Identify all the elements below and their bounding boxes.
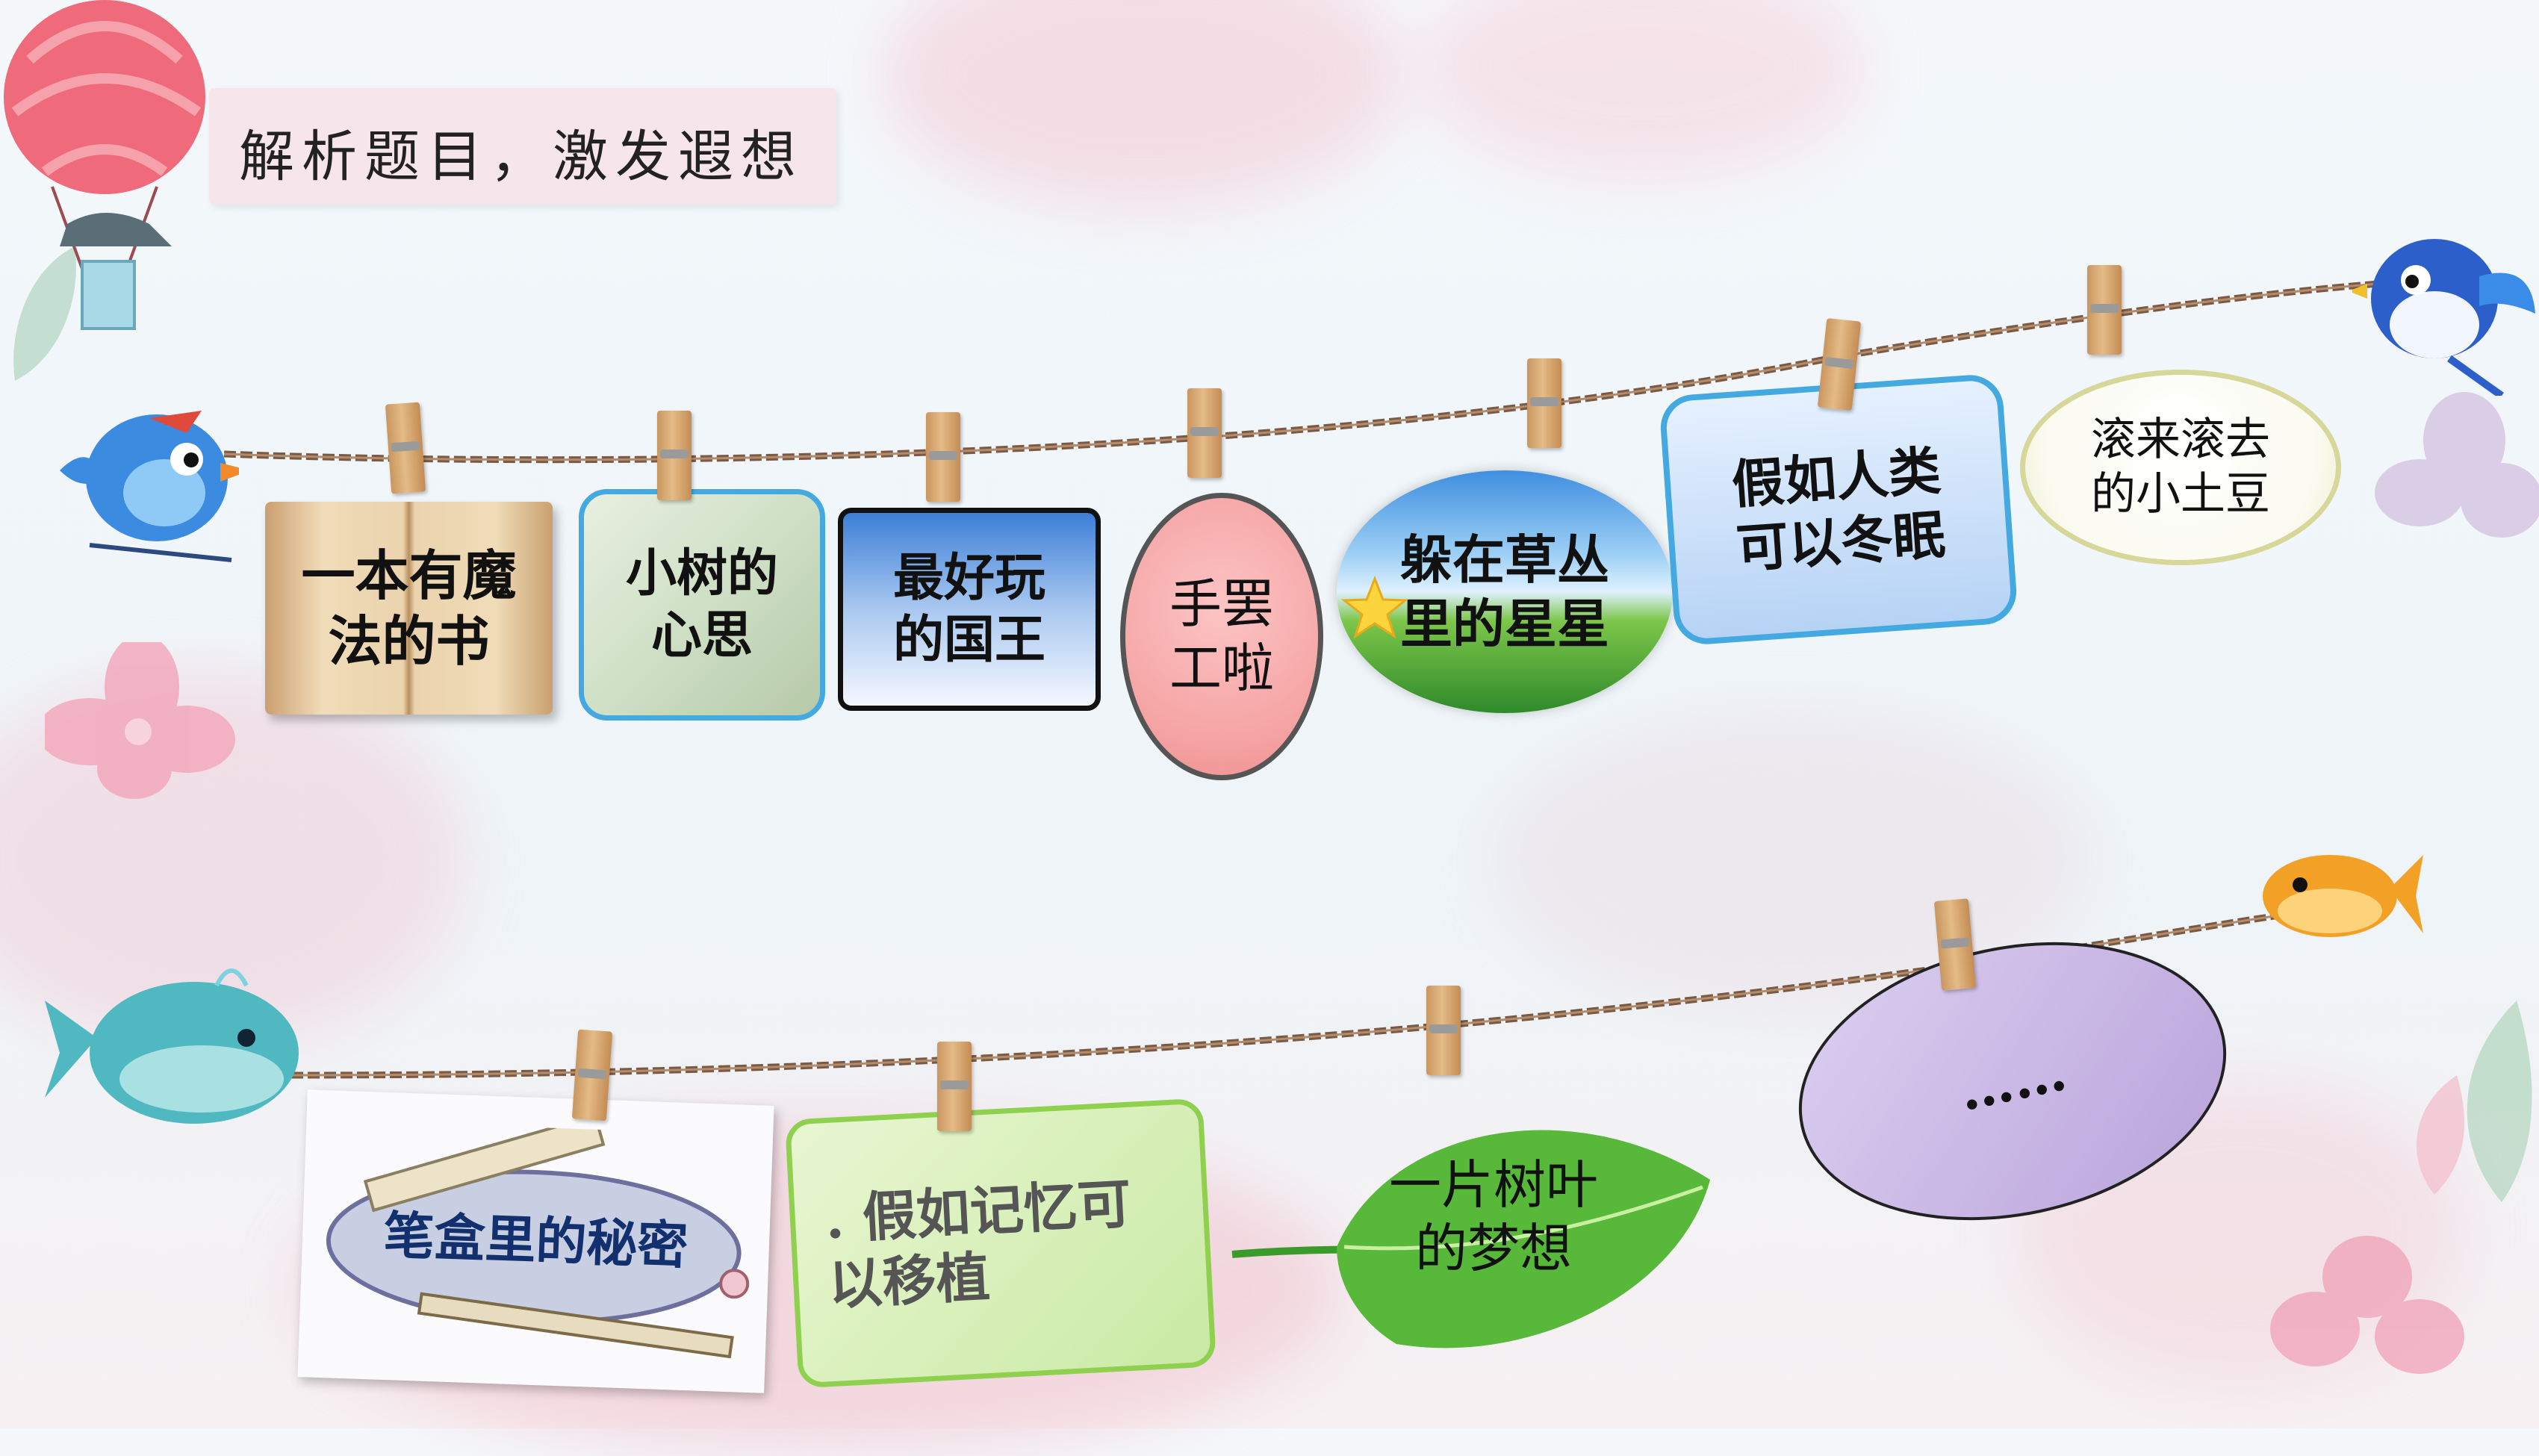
topic-card-label: 躲在草丛 里的星星: [1400, 529, 1609, 655]
topic-card-magic-book[interactable]: 一本有魔 法的书: [265, 502, 553, 715]
topic-card-memory-transplant[interactable]: . 假如记忆可 以移植: [784, 1098, 1217, 1389]
topic-card-funniest-king[interactable]: 最好玩 的国王: [838, 508, 1101, 711]
page-title: 解析题目，激发遐想: [239, 125, 804, 189]
topic-card-label: 假如人类 可以冬眠: [1730, 439, 1948, 580]
fish-icon: [2263, 855, 2423, 937]
flower-icon: [2270, 1236, 2464, 1374]
clothespin: [385, 402, 426, 494]
leaf-icon: [2417, 1001, 2532, 1202]
leaf-icon: [13, 246, 76, 381]
clothespin: [937, 1042, 972, 1131]
topic-card-pencil-box[interactable]: 笔盒里的秘密: [297, 1089, 774, 1393]
topic-card-leaf-dream[interactable]: 一片树叶 的梦想: [1344, 1127, 1643, 1307]
topic-card-label: 笔盒里的秘密: [382, 1205, 689, 1277]
topic-card-label: 最好玩 的国王: [892, 548, 1045, 670]
topic-card-label: ……: [1953, 1039, 2072, 1124]
bird-icon: [60, 411, 239, 562]
watercolor-blob: [881, 0, 1404, 209]
topic-card-label: 一本有魔 法的书: [301, 543, 517, 673]
pencil-box-illustration: [326, 1119, 750, 1359]
clothespin: [1187, 388, 1222, 478]
clothespin: [1527, 358, 1561, 448]
hot-air-balloon-icon: [4, 0, 205, 330]
topic-card-hand-strike[interactable]: 手罢 工啦: [1120, 493, 1323, 780]
topic-card-label: 小树的 心思: [625, 544, 778, 665]
watercolor-blob: [1419, 0, 1867, 179]
title-banner: 解析题目，激发遐想: [209, 88, 836, 205]
topic-card-label: . 假如记忆可 以移植: [823, 1172, 1133, 1317]
whale-icon: [45, 968, 299, 1124]
topic-card-label: 手罢 工啦: [1169, 573, 1274, 699]
topic-card-label: 滚来滚去 的小土豆: [2091, 413, 2270, 520]
topic-card-label: 一片树叶 的梦想: [1389, 1154, 1598, 1279]
clothespin: [926, 412, 960, 502]
flower-icon: [2375, 392, 2539, 538]
topic-card-little-tree[interactable]: 小树的 心思: [579, 489, 825, 721]
topic-card-human-hibernate[interactable]: 假如人类 可以冬眠: [1658, 373, 2019, 647]
star-icon: [1341, 575, 1408, 639]
clothespin: [657, 411, 692, 500]
topic-card-rolling-potato[interactable]: 滚来滚去 的小土豆: [2020, 370, 2341, 565]
flower-icon: [45, 642, 235, 799]
clothespin: [1426, 986, 1461, 1075]
clothespin: [571, 1029, 613, 1121]
leaf-icon: [1231, 1130, 1710, 1348]
clothespin: [2087, 265, 2122, 355]
topic-card-hidden-stars[interactable]: 躲在草丛 里的星星: [1337, 470, 1673, 713]
bird-icon: [2352, 239, 2535, 396]
